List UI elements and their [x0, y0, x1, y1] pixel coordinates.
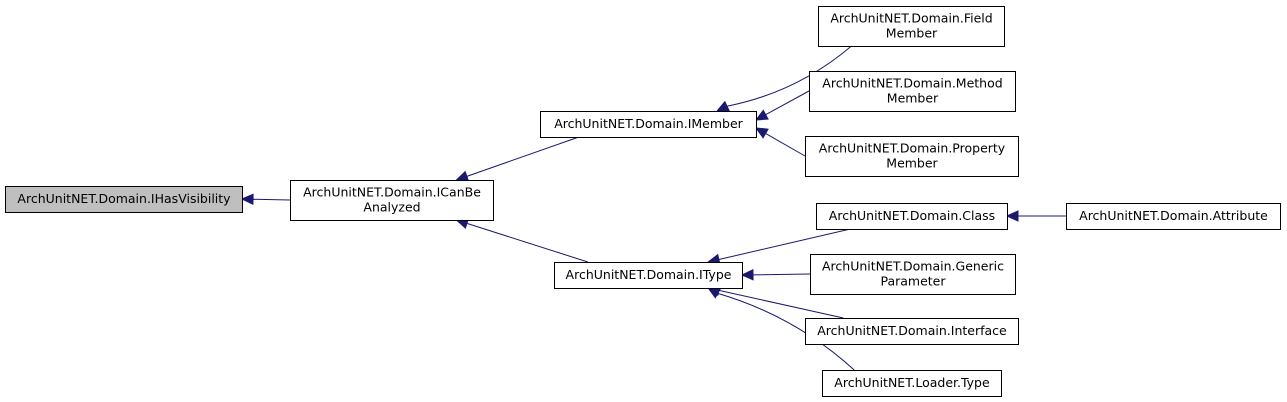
node-box-propertymember [805, 136, 1019, 177]
edge-icanbeanalyzed-to-ihasvisibility [252, 198, 291, 201]
arrowhead-icanbeanalyzed-to-ihasvisibility [240, 193, 254, 206]
node-label-genericparameter-0: ArchUnitNET.Domain.Generic [822, 259, 1004, 274]
edge-class-to-itype [718, 228, 851, 261]
node-box-methodmember [809, 71, 1016, 112]
arrowhead-imember-to-icanbeanalyzed [455, 170, 470, 182]
node-label-icanbeanalyzed-1: Analyzed [363, 200, 420, 215]
node-label-methodmember-1: Member [887, 91, 939, 106]
node-box-icanbeanalyzed [290, 180, 494, 221]
node-label-icanbeanalyzed-0: ArchUnitNET.Domain.ICanBe [303, 185, 481, 200]
arrowhead-genericparameter-to-itype [740, 269, 754, 281]
node-label-propertymember-0: ArchUnitNET.Domain.Property [819, 141, 1006, 156]
node-label-fieldmember-1: Member [886, 26, 938, 41]
edge-fieldmember-to-imember [726, 45, 852, 107]
arrowhead-attribute-to-class [1005, 210, 1019, 222]
node-label-ihasvisibility-0: ArchUnitNET.Domain.IHasVisibility [17, 191, 231, 206]
arrowhead-loadertype-to-itype [707, 287, 722, 299]
node-label-genericparameter-1: Parameter [880, 274, 946, 289]
node-ihasvisibility[interactable]: ArchUnitNET.Domain.IHasVisibility [5, 186, 243, 213]
node-box-class [816, 203, 1008, 230]
node-box-fieldmember [818, 6, 1005, 47]
node-label-itype-0: ArchUnitNET.Domain.IType [566, 267, 732, 282]
edge-genericparameter-to-itype [752, 273, 811, 276]
node-box-interface [805, 318, 1019, 345]
node-box-ihasvisibility [5, 186, 243, 213]
node-itype[interactable]: ArchUnitNET.Domain.IType [554, 262, 743, 289]
node-label-loadertype-0: ArchUnitNET.Loader.Type [834, 375, 990, 390]
node-label-methodmember-0: ArchUnitNET.Domain.Method [822, 76, 1002, 91]
node-label-class-0: ArchUnitNET.Domain.Class [829, 208, 995, 223]
arrowhead-fieldmember-to-imember [716, 100, 730, 112]
node-box-attribute [1066, 203, 1281, 230]
edges-layer [240, 45, 1067, 371]
node-attribute[interactable]: ArchUnitNET.Domain.Attribute [1066, 203, 1281, 230]
node-label-imember-0: ArchUnitNET.Domain.IMember [554, 116, 743, 131]
node-imember[interactable]: ArchUnitNET.Domain.IMember [540, 111, 757, 138]
node-label-fieldmember-0: ArchUnitNET.Domain.Field [830, 11, 992, 26]
node-interface[interactable]: ArchUnitNET.Domain.Interface [805, 318, 1019, 345]
arrowhead-propertymember-to-imember [754, 127, 769, 139]
node-label-attribute-0: ArchUnitNET.Domain.Attribute [1079, 208, 1268, 223]
node-box-genericparameter [810, 254, 1016, 295]
node-box-loadertype [822, 370, 1002, 397]
edge-propertymember-to-imember [765, 133, 806, 157]
arrowhead-methodmember-to-imember [754, 109, 769, 121]
edge-imember-to-icanbeanalyzed [466, 136, 580, 177]
edge-methodmember-to-imember [765, 90, 810, 116]
edge-interface-to-itype [718, 289, 844, 319]
node-label-interface-0: ArchUnitNET.Domain.Interface [817, 323, 1007, 338]
edge-itype-to-icanbeanalyzed [466, 222, 588, 263]
node-class[interactable]: ArchUnitNET.Domain.Class [816, 203, 1008, 230]
edge-loadertype-to-itype [717, 292, 855, 371]
node-label-propertymember-1: Member [886, 156, 938, 171]
node-loadertype[interactable]: ArchUnitNET.Loader.Type [822, 370, 1002, 397]
node-box-itype [554, 262, 743, 289]
node-box-imember [540, 111, 757, 138]
